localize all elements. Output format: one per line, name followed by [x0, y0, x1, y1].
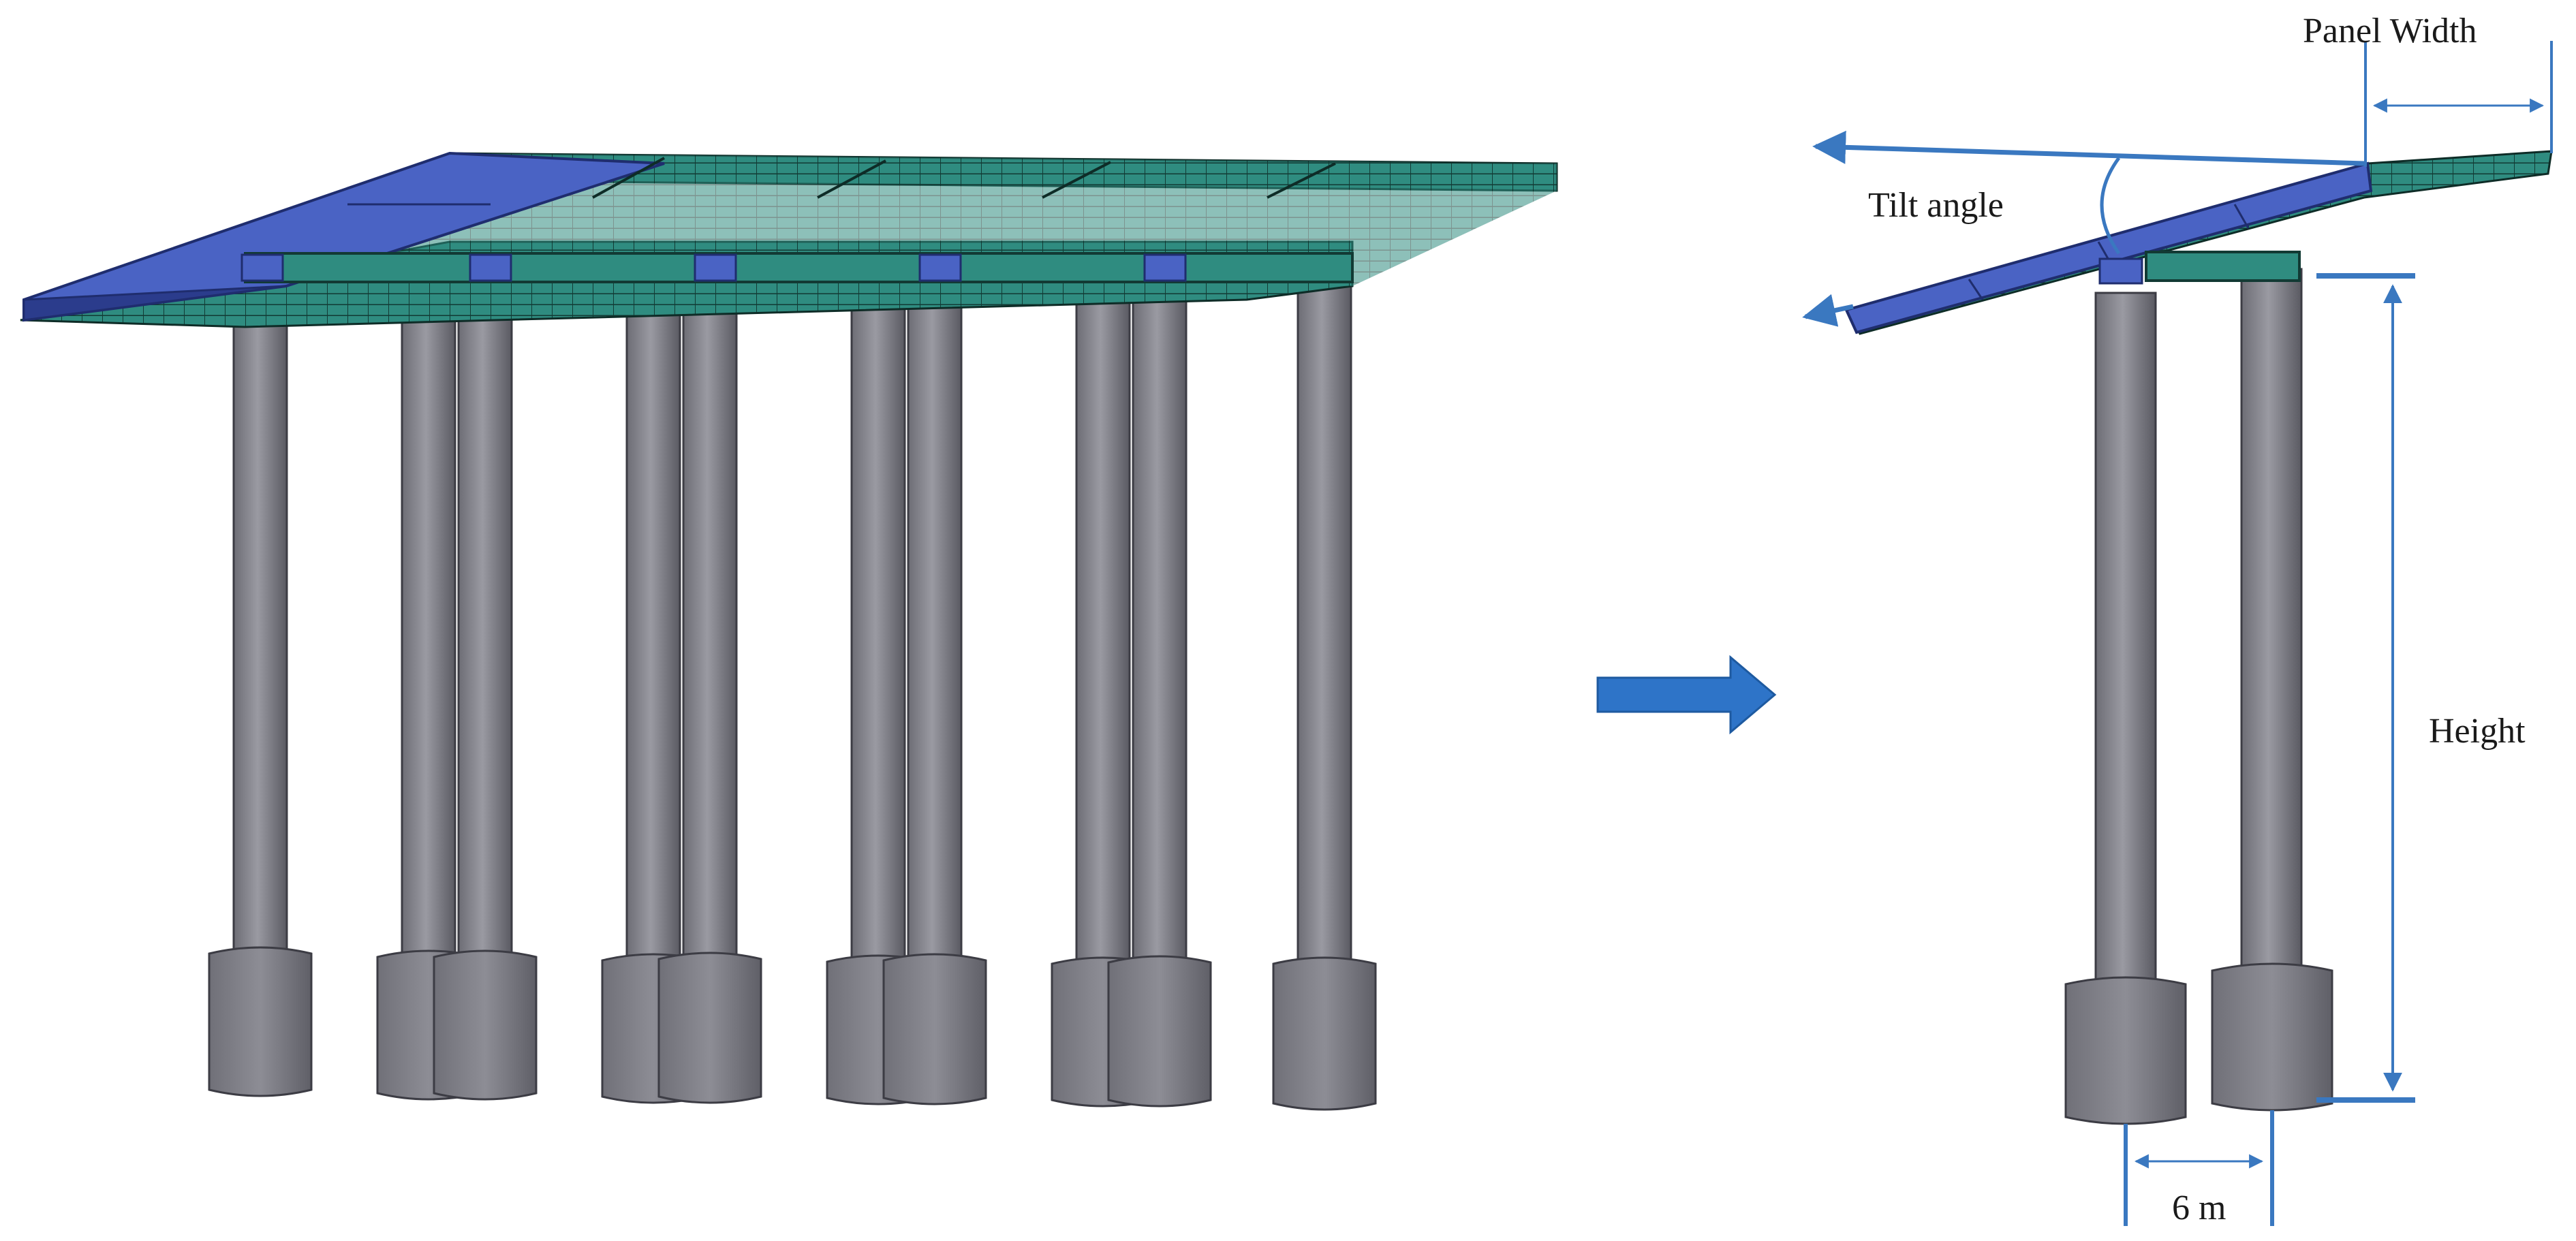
- support-pillar: [1272, 278, 1377, 1111]
- panel-roof: [20, 151, 1558, 328]
- tilt-angle-indicator: [1802, 130, 2365, 327]
- height-label: Height: [2429, 712, 2526, 751]
- support-pillar: [882, 278, 987, 1105]
- tilted-panel: [1844, 150, 2553, 335]
- support-pillar: [826, 278, 931, 1105]
- unit-pillar-right: [2211, 268, 2333, 1112]
- support-pillars: [208, 278, 1377, 1111]
- spacing-dimension: [2124, 1110, 2274, 1226]
- single-unit-side-view: Panel Width Tilt angle Height 6 m: [1802, 12, 2553, 1227]
- tilt-angle-label: Tilt angle: [1868, 186, 2004, 225]
- spacing-label: 6 m: [2172, 1189, 2226, 1227]
- height-dimension: [2316, 273, 2415, 1103]
- panel-width-label: Panel Width: [2303, 12, 2477, 50]
- support-pillar: [433, 278, 538, 1101]
- unit-pillar-left: [2064, 292, 2187, 1125]
- solar-array-3d-view: [20, 151, 1558, 1111]
- right-arrow-icon: [1596, 655, 1777, 735]
- panel-width-dimension: [2364, 41, 2553, 167]
- support-pillar: [1107, 278, 1212, 1108]
- support-pillar: [208, 278, 313, 1097]
